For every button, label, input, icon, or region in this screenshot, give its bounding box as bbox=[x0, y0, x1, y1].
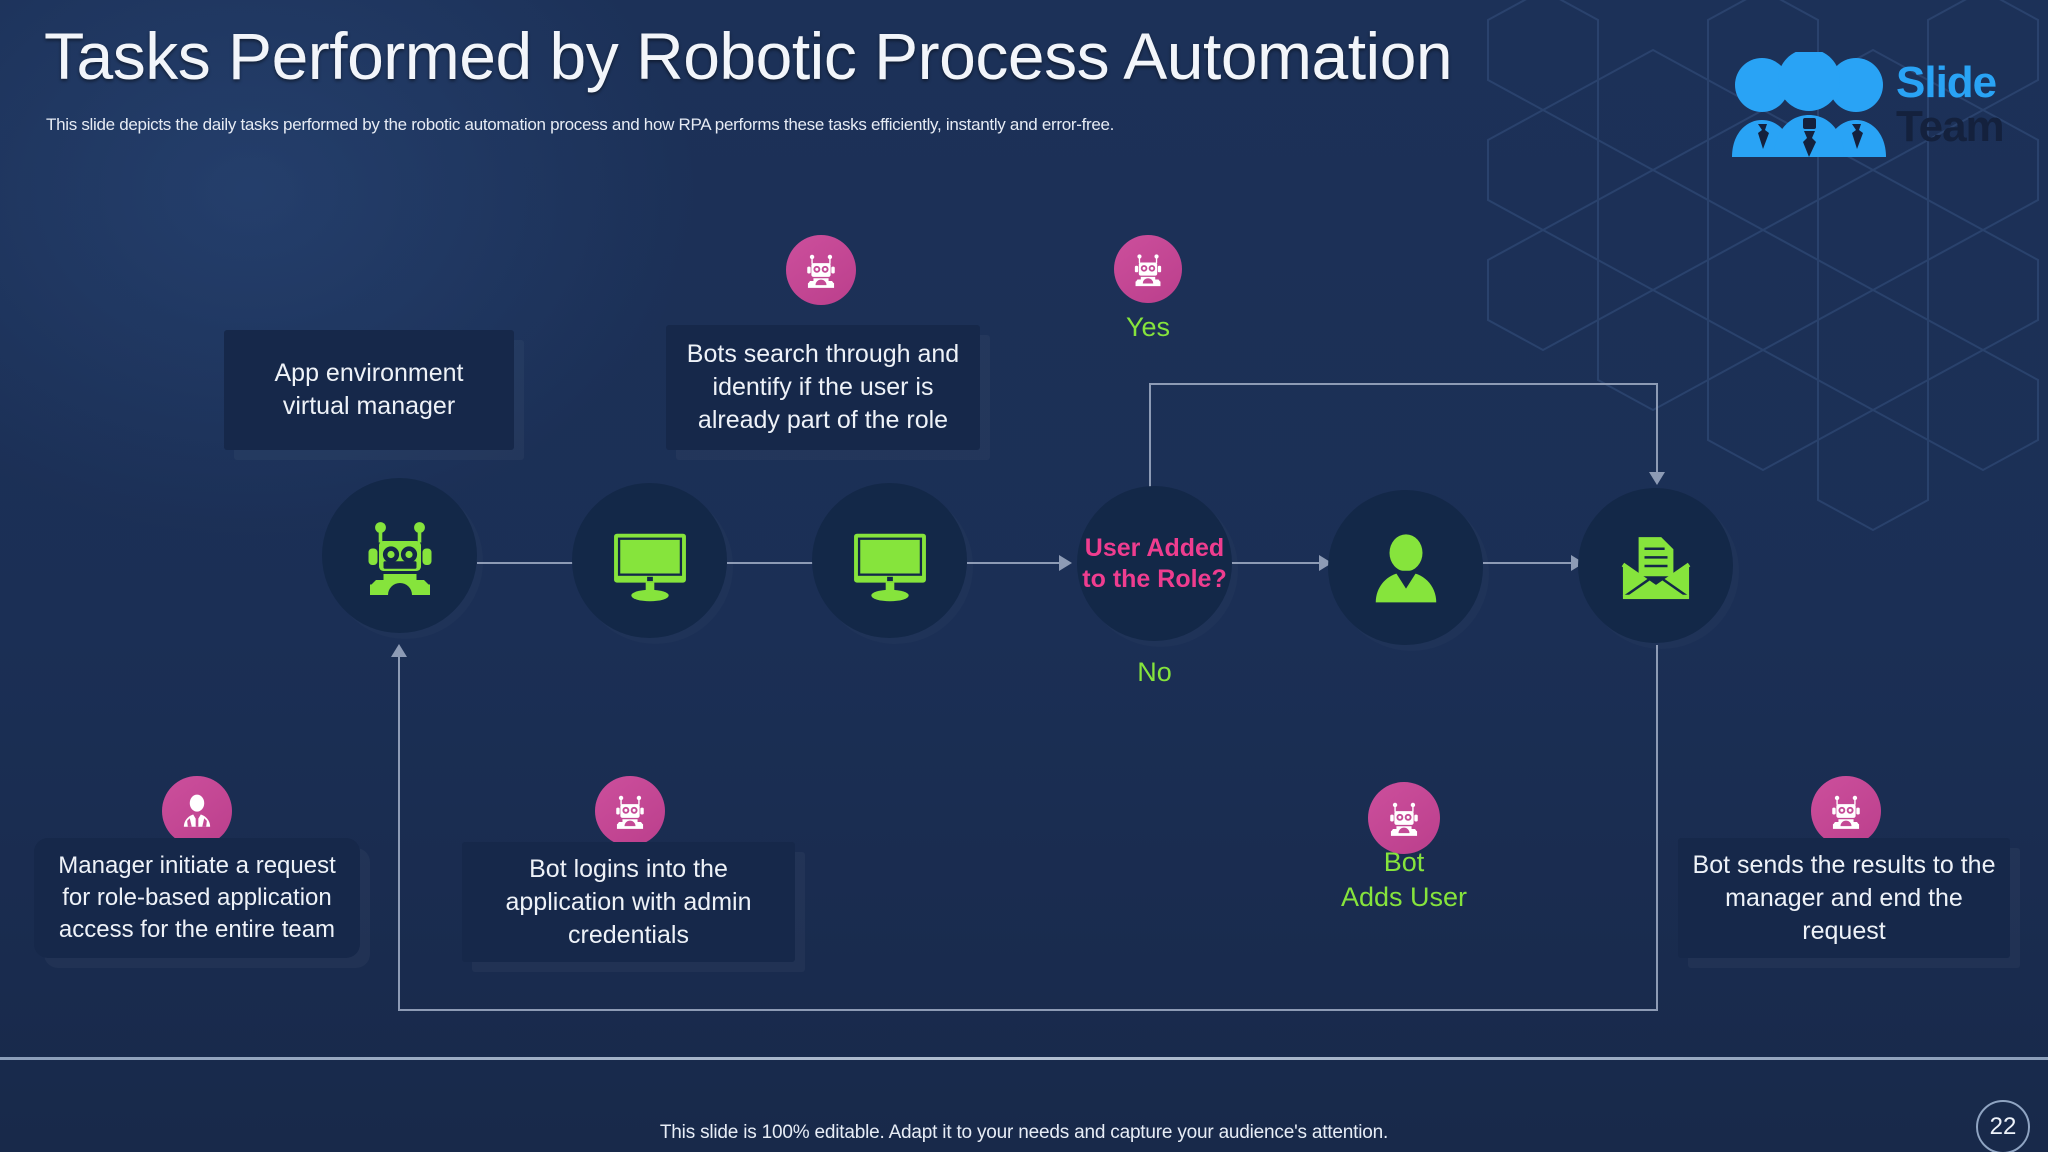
arrowhead-yes-into-mail bbox=[1649, 472, 1665, 485]
label-bot-adds-user-line2: Adds User bbox=[1340, 882, 1468, 912]
robot-icon-yes-branch bbox=[1114, 235, 1182, 303]
callout-manager-request: Manager initiate a request for role-base… bbox=[34, 838, 360, 958]
robot-icon-bot-adds-user bbox=[1368, 782, 1440, 854]
connector-yes-across bbox=[1149, 383, 1658, 385]
monitor-icon bbox=[853, 533, 926, 601]
monitor-icon bbox=[613, 533, 686, 601]
robot-icon bbox=[616, 795, 644, 829]
flow-node-robot[interactable] bbox=[322, 478, 477, 633]
robot-icon bbox=[807, 254, 835, 288]
branch-label-no: No bbox=[1137, 657, 1172, 687]
decision-label: User Added to the Role? bbox=[1082, 534, 1227, 593]
robot-icon bbox=[1134, 254, 1162, 287]
connector-decision-to-user bbox=[1231, 562, 1319, 564]
connector-user-to-mail bbox=[1483, 562, 1571, 564]
manager-icon bbox=[183, 794, 211, 827]
robot-icon bbox=[1832, 795, 1860, 829]
connector-yes-up bbox=[1149, 383, 1151, 493]
three-people-icon bbox=[1732, 52, 1886, 157]
flow-node-monitor-2[interactable] bbox=[812, 483, 967, 638]
connector-monitor2-to-decision bbox=[967, 562, 1059, 564]
logo-text-slide: Slide bbox=[1896, 58, 1997, 107]
connector-yes-down bbox=[1656, 383, 1658, 479]
footer-divider bbox=[0, 1057, 2048, 1060]
connector-robot-to-monitor1 bbox=[477, 562, 577, 564]
label-bot-adds-user-line1: Bot bbox=[1383, 847, 1425, 877]
arrowhead-no-into-robot bbox=[391, 644, 407, 657]
page-subtitle: This slide depicts the daily tasks perfo… bbox=[46, 115, 1115, 134]
connector-no-across bbox=[398, 1009, 1658, 1011]
robot-icon bbox=[1390, 802, 1418, 836]
flow-node-mail[interactable] bbox=[1578, 488, 1733, 643]
page-number-badge: 22 bbox=[1976, 1100, 2030, 1152]
callout-bot-sends-results: Bot sends the results to the manager and… bbox=[1678, 838, 2010, 958]
flow-node-decision[interactable]: User Added to the Role? bbox=[1077, 486, 1232, 641]
callout-app-environment: App environment virtual manager bbox=[224, 330, 514, 450]
robot-icon bbox=[368, 521, 431, 595]
footer-note: This slide is 100% editable. Adapt it to… bbox=[659, 1122, 1389, 1143]
connector-monitor1-to-monitor2 bbox=[727, 562, 819, 564]
callout-bot-login: Bot logins into the application with adm… bbox=[462, 842, 795, 962]
flow-node-monitor-1[interactable] bbox=[572, 483, 727, 638]
robot-icon-bot-login bbox=[595, 776, 665, 846]
callout-bots-search: Bots search through and identify if the … bbox=[666, 325, 980, 450]
branch-label-yes: Yes bbox=[1125, 312, 1171, 342]
flow-node-user[interactable] bbox=[1328, 490, 1483, 645]
slideteam-logo: Slide Team bbox=[1728, 48, 2038, 158]
connector-no-down bbox=[1656, 645, 1658, 1011]
person-icon bbox=[1375, 533, 1436, 602]
robot-icon-bots-search bbox=[786, 235, 856, 305]
envelope-document-icon bbox=[1621, 534, 1690, 599]
manager-icon-circle bbox=[162, 776, 232, 846]
page-title: Tasks Performed by Robotic Process Autom… bbox=[44, 19, 1453, 93]
logo-text-team: Team bbox=[1896, 102, 2005, 151]
arrowhead-monitor2-to-decision bbox=[1059, 555, 1072, 571]
robot-icon-bot-sends-results bbox=[1811, 776, 1881, 846]
connector-no-up bbox=[398, 651, 400, 1009]
